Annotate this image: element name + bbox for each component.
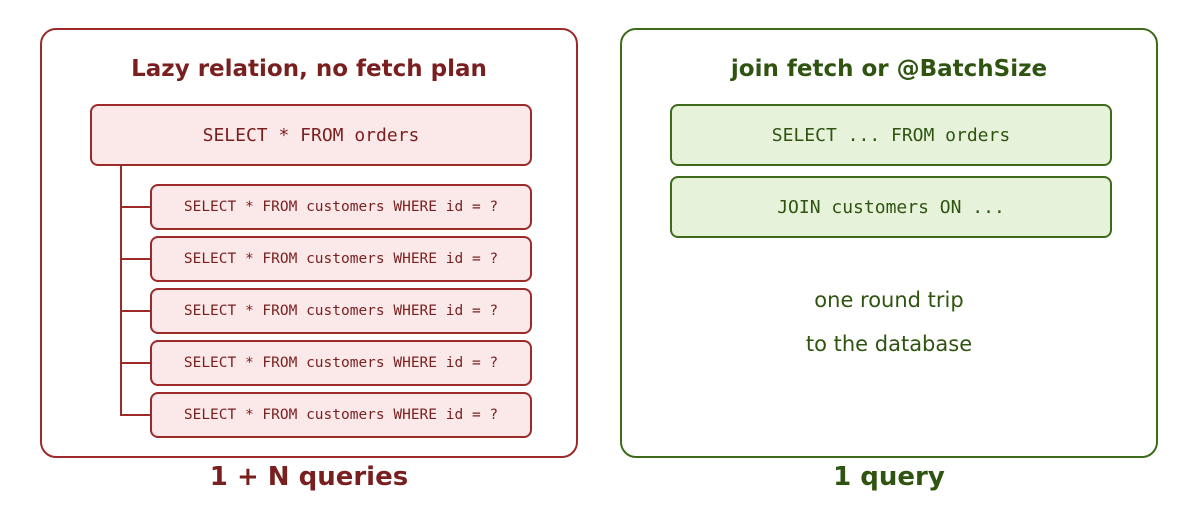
select-orders-query-box: SELECT ... FROM orders bbox=[670, 104, 1112, 166]
customer-query-box: SELECT * FROM customers WHERE id = ? bbox=[150, 236, 532, 282]
connector-branch bbox=[120, 362, 150, 364]
connector-branch bbox=[120, 310, 150, 312]
round-trip-note: one round trip bbox=[814, 288, 964, 312]
join-fetch-title: join fetch or @BatchSize bbox=[730, 56, 1048, 82]
lazy-relation-title: Lazy relation, no fetch plan bbox=[131, 56, 487, 82]
connector-branch bbox=[120, 206, 150, 208]
customer-query-box: SELECT * FROM customers WHERE id = ? bbox=[150, 288, 532, 334]
connector-branch bbox=[120, 258, 150, 260]
connector-branch bbox=[120, 414, 150, 416]
round-trip-note: to the database bbox=[805, 332, 973, 356]
single-query-caption: 1 query bbox=[833, 462, 945, 492]
orders-query-box: SELECT * FROM orders bbox=[90, 104, 532, 166]
customer-query-box: SELECT * FROM customers WHERE id = ? bbox=[150, 340, 532, 386]
customer-query-box: SELECT * FROM customers WHERE id = ? bbox=[150, 392, 532, 438]
join-fetch-panel: join fetch or @BatchSize SELECT ... FROM… bbox=[620, 28, 1158, 458]
customer-query-box: SELECT * FROM customers WHERE id = ? bbox=[150, 184, 532, 230]
join-customers-query-box: JOIN customers ON ... bbox=[670, 176, 1112, 238]
n-plus-one-panel: Lazy relation, no fetch plan SELECT * FR… bbox=[40, 28, 578, 458]
n-plus-one-caption: 1 + N queries bbox=[209, 462, 409, 492]
connector-trunk bbox=[120, 164, 122, 414]
